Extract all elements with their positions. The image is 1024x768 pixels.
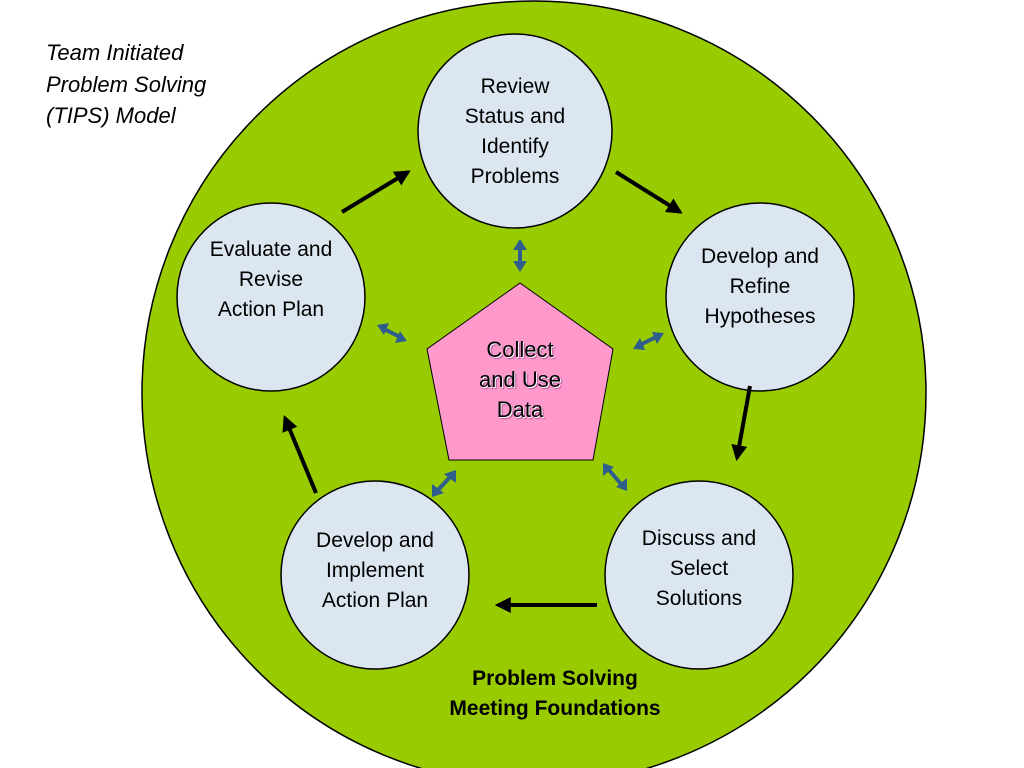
develop-implement-label: Develop and Implement Action Plan	[285, 526, 465, 616]
center-line-3: Data	[496, 397, 544, 422]
foundation-line-1: Problem Solving	[472, 667, 638, 690]
cycle-arrow-implement-to-evaluate	[282, 415, 318, 494]
cycle-arrow-develop-to-discuss	[731, 385, 752, 462]
evaluate-revise-label: Evaluate and Revise Action Plan	[181, 235, 361, 325]
evaluate-revise-line-1: Evaluate and	[209, 238, 333, 261]
review-line-3: Identify	[481, 135, 549, 158]
title-line-1: Team Initiated	[46, 40, 184, 65]
foundation-label: Problem Solving Meeting Foundations	[405, 664, 705, 724]
review-status-label: Review Status and Identify Problems	[425, 72, 605, 192]
evaluate-revise-node	[176, 202, 366, 392]
cycle-arrow-evaluate-to-review	[340, 170, 411, 214]
develop-refine-line-3: Hypotheses	[704, 305, 816, 328]
develop-refine-label: Develop and Refine Hypotheses	[670, 242, 850, 332]
data-arrow-discuss-select	[603, 463, 627, 491]
develop-refine-line-1: Develop and	[701, 245, 819, 268]
data-arrow-review	[513, 239, 527, 272]
discuss-select-line-3: Solutions	[655, 587, 743, 610]
collect-data-label: Collect and Use Data	[445, 335, 595, 425]
discuss-select-line-1: Discuss and	[641, 527, 757, 550]
center-line-2: and Use	[479, 367, 561, 392]
review-line-2: Status and	[464, 105, 566, 128]
develop-refine-line-2: Refine	[729, 275, 791, 298]
title-line-3: (TIPS) Model	[46, 103, 176, 128]
data-arrow-develop-refine	[633, 332, 664, 350]
data-arrow-develop-implement	[432, 470, 456, 497]
discuss-select-node	[604, 480, 794, 670]
evaluate-revise-line-2: Revise	[238, 268, 304, 291]
review-line-1: Review	[480, 75, 550, 98]
develop-implement-line-3: Action Plan	[321, 589, 429, 612]
cycle-arrow-review-to-develop	[614, 170, 683, 214]
discuss-select-line-2: Select	[669, 557, 729, 580]
center-line-1: Collect	[486, 337, 554, 362]
review-line-4: Problems	[470, 165, 560, 188]
discuss-select-label: Discuss and Select Solutions	[609, 524, 789, 614]
data-arrow-evaluate-revise	[377, 323, 407, 343]
develop-implement-node	[280, 480, 470, 670]
develop-refine-node	[665, 202, 855, 392]
develop-implement-line-1: Develop and	[316, 529, 434, 552]
develop-implement-line-2: Implement	[325, 559, 425, 582]
evaluate-revise-line-3: Action Plan	[217, 298, 325, 321]
foundation-line-2: Meeting Foundations	[449, 697, 661, 720]
collect-data-pentagon	[426, 282, 614, 461]
review-status-node	[417, 33, 613, 229]
title-line-2: Problem Solving	[46, 72, 207, 97]
